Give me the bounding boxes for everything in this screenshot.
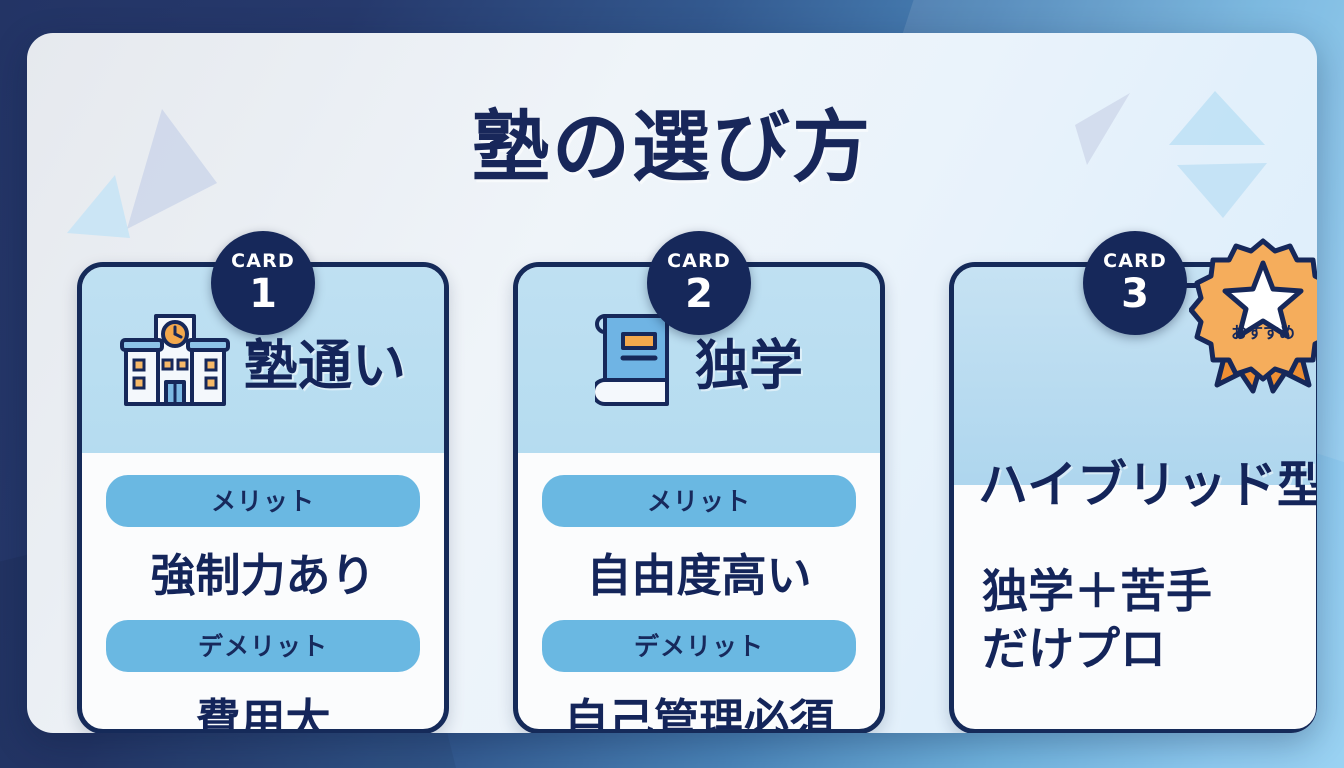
recommend-badge-label: おすすめ xyxy=(1230,323,1295,342)
card-1-body: メリット 強制力あり デメリット 費用大 xyxy=(82,453,444,733)
card-2-demerit-label: デメリット xyxy=(542,620,856,672)
star-rosette-icon xyxy=(1189,238,1317,394)
card-1-merit-label: メリット xyxy=(106,475,420,527)
card-3-number-badge: CARD 3 xyxy=(1083,231,1187,335)
card-2-merit-label: メリット xyxy=(542,475,856,527)
book-icon xyxy=(595,314,669,406)
card-1-merit-value: 強制力あり xyxy=(150,549,376,602)
card-2-merit-value: 自由度高い xyxy=(586,549,812,602)
card-3-badge-number: 3 xyxy=(1121,271,1149,317)
card-2-title: 独学 xyxy=(695,333,803,397)
card-3-body: 独学＋苦手 だけプロ xyxy=(954,485,1316,679)
card-3-title: ハイブリッド型 xyxy=(978,456,1317,514)
card-2-badge-word: CARD xyxy=(667,250,731,272)
card-3-body-line-1: 独学＋苦手 xyxy=(982,564,1212,618)
cards-row: 塾通い メリット 強制力あり デメリット 費用大 CARD 1 xyxy=(77,231,1317,733)
card-2-number-badge: CARD 2 xyxy=(647,231,751,335)
card-1-demerit-value: 費用大 xyxy=(195,694,331,733)
card-2-body: メリット 自由度高い デメリット 自己管理必須 xyxy=(518,453,880,733)
card-2-badge-number: 2 xyxy=(685,271,713,317)
card-2[interactable]: 独学 メリット 自由度高い デメリット 自己管理必須 CARD 2 xyxy=(513,231,885,733)
card-3-badge-word: CARD xyxy=(1103,250,1167,272)
card-3[interactable]: ハイブリッド型 独学＋苦手 だけプロ CARD 3 xyxy=(949,231,1317,733)
card-1-demerit-label: デメリット xyxy=(106,620,420,672)
card-2-demerit-value: 自己管理必須 xyxy=(563,694,834,733)
recommend-rosette-badge: おすすめ xyxy=(1189,235,1317,395)
content-panel: 塾の選び方 xyxy=(27,33,1317,733)
card-1[interactable]: 塾通い メリット 強制力あり デメリット 費用大 CARD 1 xyxy=(77,231,449,733)
page-title: 塾の選び方 xyxy=(471,103,872,193)
card-1-badge-word: CARD xyxy=(231,250,295,272)
card-3-body-line-2: だけプロ xyxy=(982,621,1166,676)
card-1-title: 塾通い xyxy=(244,333,406,397)
school-building-icon xyxy=(120,314,230,406)
card-1-number-badge: CARD 1 xyxy=(211,231,315,335)
card-1-badge-number: 1 xyxy=(249,271,277,317)
